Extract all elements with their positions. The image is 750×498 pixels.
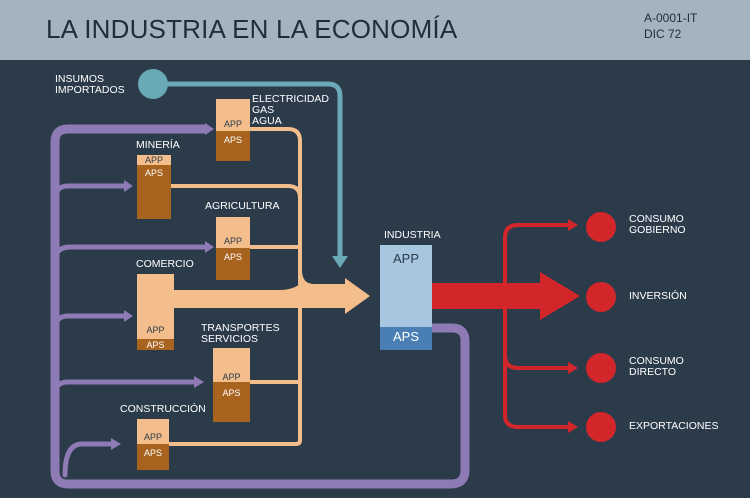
- label-agricultura: AGRICULTURA: [205, 200, 280, 212]
- document-date: DIC 72: [644, 27, 682, 41]
- purple-loop-inner: [55, 452, 470, 455]
- industry-block: [380, 245, 432, 350]
- purple-feedback-flows: [50, 124, 470, 489]
- label-industria: INDUSTRIA: [384, 229, 441, 241]
- label-comercio: COMERCIO: [136, 258, 194, 270]
- mineria-aps: APS: [144, 168, 163, 178]
- agricultura-aps: APS: [223, 252, 242, 262]
- document-code: A-0001-IT: [644, 11, 698, 25]
- node-exportaciones: [586, 412, 616, 442]
- purple-branch-construccion: [62, 441, 115, 478]
- teal-import-flow: [138, 69, 348, 268]
- node-consumo-gobierno: [586, 212, 616, 242]
- industria-app: APP: [392, 251, 419, 266]
- construccion-app: APP: [143, 432, 162, 442]
- label-insumos-importados: INSUMOS IMPORTADOS: [55, 73, 125, 96]
- label-consumo-directo: CONSUMO DIRECTO: [629, 355, 684, 378]
- label-electricidad: ELECTRICIDAD GAS AGUA: [252, 93, 330, 127]
- transportes-aps: APS: [222, 388, 241, 398]
- header-bar: [0, 0, 750, 60]
- page-title: LA INDUSTRIA EN LA ECONOMÍA: [46, 14, 458, 44]
- tan-main-arrow: [174, 278, 370, 314]
- industria-aps: APS: [392, 329, 419, 344]
- node-inversion: [586, 282, 616, 312]
- label-consumo-gobierno: CONSUMO GOBIERNO: [629, 213, 686, 236]
- import-source-node: [138, 69, 168, 99]
- construccion-aps: APS: [143, 448, 162, 458]
- sector-boxes: [137, 99, 250, 470]
- mineria-app: APP: [144, 155, 163, 165]
- electricidad-app: APP: [223, 119, 242, 129]
- comercio-app: APP: [146, 325, 165, 335]
- purple-branch-transportes: [52, 379, 198, 398]
- purple-arrowheads: [111, 123, 214, 450]
- purple-loop-main: [50, 124, 470, 489]
- label-inversion: INVERSIÓN: [629, 290, 687, 302]
- label-transportes: TRANSPORTES SERVICIOS: [201, 322, 280, 345]
- comercio-aps: APS: [146, 340, 165, 350]
- purple-branch-comercio: [52, 313, 128, 333]
- label-exportaciones: EXPORTACIONES: [629, 420, 719, 432]
- purple-branch-agricultura: [52, 244, 208, 265]
- transportes-app: APP: [222, 372, 241, 382]
- purple-branch-mineria: [52, 183, 128, 203]
- electricidad-aps: APS: [223, 135, 242, 145]
- red-output-flows: [432, 212, 616, 442]
- agricultura-app: APP: [223, 236, 242, 246]
- label-mineria: MINERÍA: [136, 139, 180, 151]
- node-consumo-directo: [586, 353, 616, 383]
- label-construccion: CONSTRUCCIÓN: [120, 403, 206, 415]
